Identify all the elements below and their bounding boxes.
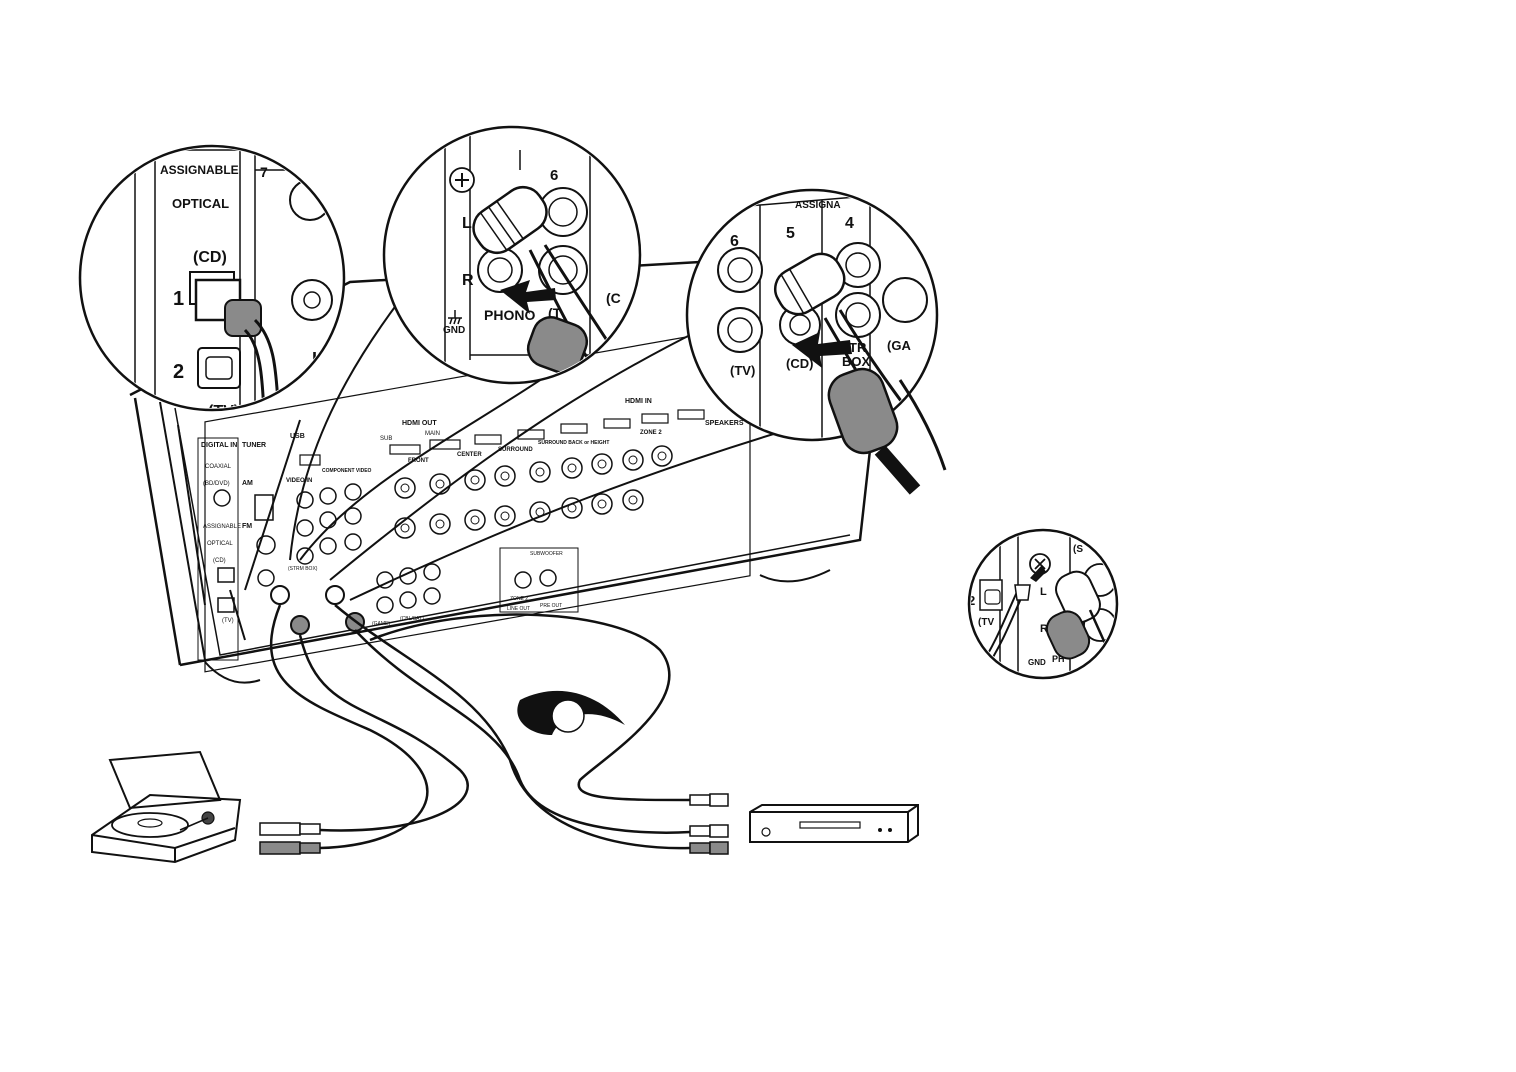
fm-label: FM	[242, 523, 252, 530]
optical-zoom-header: ASSIGNABLE	[160, 163, 239, 177]
hdmi-out-sub	[389, 444, 421, 455]
optical-label: OPTICAL	[207, 541, 233, 547]
optical-zoom-port2: 2	[173, 361, 184, 383]
optical-zoom-tv-label: (TV)	[208, 403, 239, 420]
gnd-zoom-r: R	[1040, 623, 1048, 635]
zoom-cd: ASSIGNA 6 5 4 (TV) (CD) (STR BOX (GA	[329, 188, 947, 601]
optical-zoom-digit: 7	[260, 164, 268, 180]
gnd-screw	[257, 569, 275, 587]
cd-player-icon	[749, 804, 919, 843]
subwoofer-label: SUBWOOFER	[530, 551, 563, 557]
zone2-out-jack	[514, 571, 532, 589]
gnd-zoom-ph: PH	[1052, 654, 1065, 664]
zoom-phono: 6 L R GND PHONO (T (C	[289, 125, 642, 561]
zone2-label: ZONE 2	[640, 430, 662, 436]
gnd-zoom-s: (S	[1073, 544, 1083, 555]
hdmi-out-label: HDMI OUT	[402, 420, 437, 427]
tuner-label: TUNER	[242, 442, 266, 449]
center-label: CENTER	[457, 452, 482, 458]
speaker-terminals	[394, 445, 673, 539]
hdmi-in-ports	[474, 409, 705, 445]
cd-zoom-n6: 6	[730, 233, 739, 250]
speakers-label: SPEAKERS	[705, 420, 744, 427]
am-label: AM	[242, 480, 253, 487]
phono-zoom-phono: PHONO	[484, 307, 535, 323]
coaxial-jack	[213, 489, 231, 507]
optical-port-1	[217, 567, 235, 583]
phono-zoom-c: (C	[606, 290, 621, 306]
cd-zoom-assign: ASSIGNA	[795, 200, 841, 211]
optical-zoom-title: OPTICAL	[172, 196, 229, 211]
gnd-zoom-gnd: GND	[1028, 658, 1046, 667]
subwoofer-out-jack	[539, 569, 557, 587]
zoom-gnd: (S 2 (TV L R GND PH	[967, 528, 1119, 680]
gnd-zoom-tv: (TV	[978, 617, 994, 628]
line-out-label: LINE OUT	[507, 606, 530, 612]
cd-zoom-n5: 5	[786, 225, 795, 242]
pre-out-label: PRE OUT	[540, 603, 562, 609]
component-label: COMPONENT VIDEO	[322, 468, 372, 474]
sub-label: SUB	[380, 436, 392, 442]
gnd-zoom-two: 2	[968, 593, 975, 608]
assignable-label: ASSIGNABLE	[203, 524, 241, 530]
surround-back-label: SURROUND BACK or HEIGHT	[538, 440, 609, 446]
cd-zoom-cd: (CD)	[786, 356, 813, 371]
audio-in-jacks	[376, 563, 441, 614]
gnd-zoom-l: L	[1040, 586, 1047, 598]
turntable-icon	[91, 750, 242, 864]
coaxial-label: COAXIAL	[205, 464, 232, 470]
zone2-out-label: ZONE 2	[510, 596, 528, 602]
phono-zoom-num6: 6	[550, 167, 558, 184]
optical-zoom-port1: 1	[173, 288, 184, 310]
main-label: MAIN	[425, 431, 440, 437]
phono-l-plug	[472, 185, 548, 255]
usb-label: USB	[290, 433, 305, 440]
phono-zoom-gnd: GND	[443, 325, 465, 336]
surround-label: SURROUND	[498, 447, 533, 453]
digital-in-label: DIGITAL IN	[201, 442, 237, 449]
cd-label: (CD)	[213, 558, 226, 564]
rear-panel: DIGITAL IN COAXIAL (BD/DVD) ASSIGNABLE O…	[197, 398, 744, 661]
am-terminal	[254, 494, 274, 521]
cd-zoom-n4: 4	[845, 215, 854, 232]
phono-zoom-r: R	[462, 272, 474, 289]
optical-port-2	[217, 597, 235, 613]
hdmi-in-label: HDMI IN	[625, 398, 652, 405]
tv-label: (TV)	[222, 618, 234, 624]
cd-zoom-ga: (GA	[887, 338, 911, 353]
phono-zoom-l: L	[462, 215, 472, 232]
strm-box-label: (STRM BOX)	[288, 566, 318, 572]
bd-dvd-label: (BD/DVD)	[203, 481, 230, 487]
cd-zoom-tv: (TV)	[730, 363, 755, 378]
cd-r-plug	[827, 367, 899, 455]
front-label: FRONT	[408, 458, 429, 464]
rca-plug-ends	[259, 793, 729, 855]
video-in-label: VIDEO IN	[286, 478, 312, 484]
optical-zoom-cd-label: (CD)	[193, 249, 227, 266]
game-label: (GAME)	[372, 621, 390, 627]
rca-cables	[269, 604, 691, 850]
panel-phono-plugs	[229, 585, 365, 641]
cbl-sat-label: (CBL/SAT)	[400, 616, 424, 622]
